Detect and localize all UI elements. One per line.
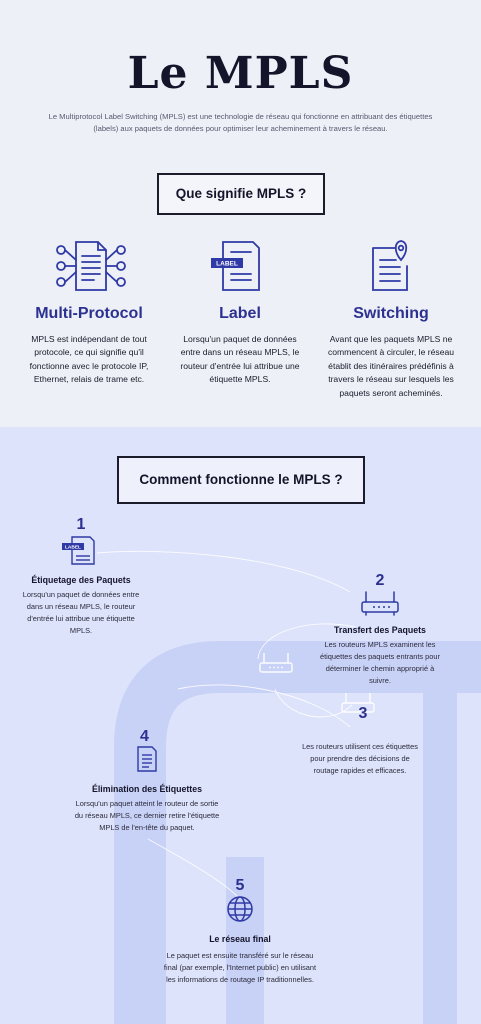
section1-heading: Que signifie MPLS ? (157, 173, 325, 215)
step-title: Le réseau final (209, 934, 271, 944)
column-text: Lorsqu'un paquet de données entre dans u… (180, 334, 300, 385)
step-title: Transfert des Paquets (334, 625, 426, 635)
router-icon (361, 591, 399, 616)
location-document-icon (372, 240, 408, 291)
label-tag-text: LABEL (216, 261, 238, 268)
label-document-icon: LABEL (211, 241, 260, 291)
label-document-icon: LABEL (62, 536, 95, 565)
router-icon (341, 693, 375, 713)
step-number: 3 (358, 705, 368, 722)
network-document-icon (56, 241, 126, 291)
column-label: LABEL Label Lorsqu'un paquet de données … (165, 238, 315, 387)
column-multi-protocol: Multi-Protocol MPLS est indépendant de t… (14, 238, 164, 387)
column-title: Label (219, 305, 261, 322)
router-icon (259, 653, 293, 673)
column-text: MPLS est indépendant de tout protocole, … (29, 334, 149, 385)
step-number: 5 (235, 877, 245, 894)
step-2: 2 Transfert des Paquets Les routeurs MPL… (318, 572, 442, 687)
page-title: Le MPLS (127, 48, 354, 99)
step-title: Élimination des Étiquettes (92, 784, 202, 794)
bottom-section: Comment fonctionne le MPLS ? 1 LABEL Éti… (0, 427, 481, 1024)
label-tag-text: LABEL (65, 545, 81, 551)
step-number: 4 (140, 728, 149, 745)
step-3: 3 Les routeurs utilisent ces étiquettes … (298, 705, 422, 777)
document-icon (137, 746, 157, 772)
step-title: Étiquetage des Paquets (31, 575, 131, 585)
step-number: 2 (375, 572, 385, 589)
step-text: Lorsqu'un paquet de données entre dans u… (22, 590, 140, 635)
step-text: Les routeurs utilisent ces étiquettes po… (302, 742, 418, 775)
step-text: Les routeurs MPLS examinent les étiquett… (320, 640, 440, 685)
step-number: 1 (76, 516, 86, 533)
column-title: Multi-Protocol (35, 305, 143, 322)
column-switching: Switching Avant que les paquets MPLS ne … (316, 238, 466, 400)
section2-heading: Comment fonctionne le MPLS ? (117, 456, 365, 504)
column-text: Avant que les paquets MPLS ne commencent… (327, 334, 455, 398)
step-text: Le paquet est ensuite transféré sur le r… (163, 951, 317, 984)
step-5: 5 Le réseau final Le paquet est ensuite … (162, 877, 318, 986)
step-text: Lorsqu'un paquet atteint le routeur de s… (74, 799, 220, 832)
step-4: 4 Élimination des Étiquettes Lorsqu'un p… (74, 728, 220, 834)
globe-icon (227, 896, 253, 922)
intro-text: Le Multiprotocol Label Switching (MPLS) … (48, 112, 433, 133)
column-title: Switching (353, 305, 429, 322)
step-1: 1 LABEL Étiquetage des Paquets Lorsqu'un… (18, 516, 144, 637)
top-section: Le MPLS Le Multiprotocol Label Switching… (0, 0, 481, 427)
background-decor (96, 550, 481, 1024)
